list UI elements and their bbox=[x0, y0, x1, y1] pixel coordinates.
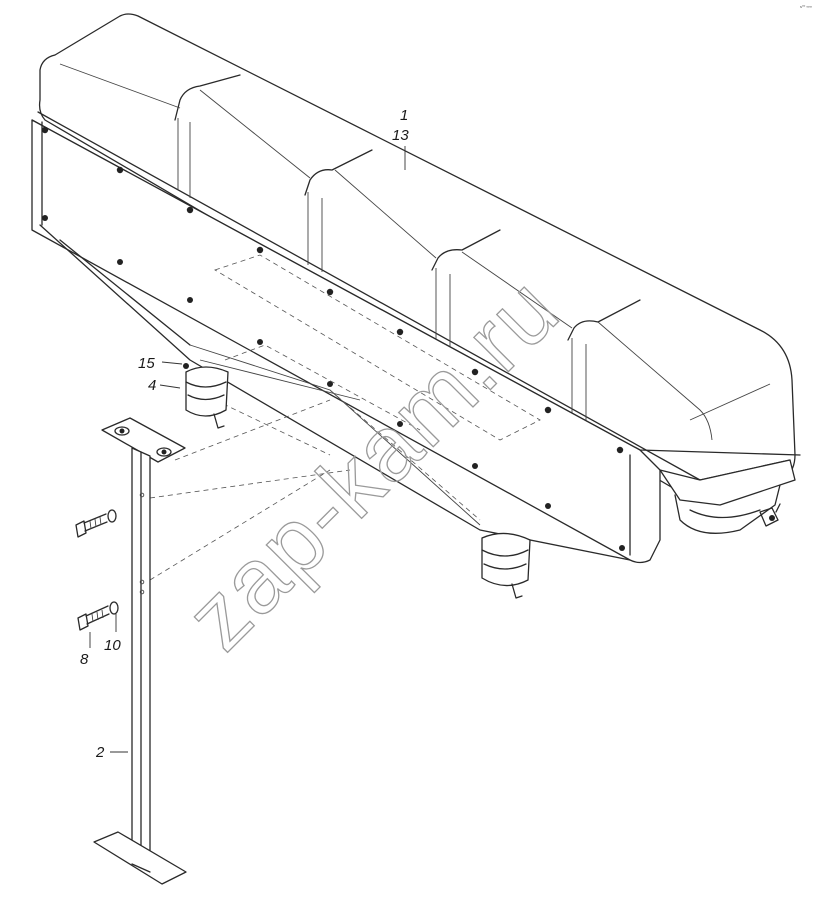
bolt-upper bbox=[75, 509, 117, 538]
housing-box bbox=[31, 13, 801, 564]
end-block bbox=[659, 459, 796, 506]
support-bracket bbox=[93, 417, 187, 885]
callout-1: 1 bbox=[400, 107, 408, 124]
bolt-lower bbox=[77, 601, 119, 631]
callout-4: 4 bbox=[148, 377, 156, 394]
callout-2: 2 bbox=[95, 744, 105, 761]
callout-10: 10 bbox=[104, 637, 121, 654]
corner-mark: s⁰⁰ ∞∞ bbox=[800, 4, 812, 9]
lid-top bbox=[38, 13, 796, 503]
leader-lines bbox=[89, 146, 406, 753]
construction-lines bbox=[149, 254, 541, 581]
callout-15: 15 bbox=[138, 355, 155, 372]
flange-bolts bbox=[41, 126, 625, 551]
rubber-mount-left bbox=[183, 363, 229, 429]
right-fitting bbox=[759, 503, 781, 527]
callouts: 1 13 15 4 8 10 2 bbox=[80, 107, 409, 761]
callout-8: 8 bbox=[80, 651, 89, 668]
callout-13: 13 bbox=[392, 127, 409, 144]
rubber-mount-right bbox=[481, 532, 531, 599]
